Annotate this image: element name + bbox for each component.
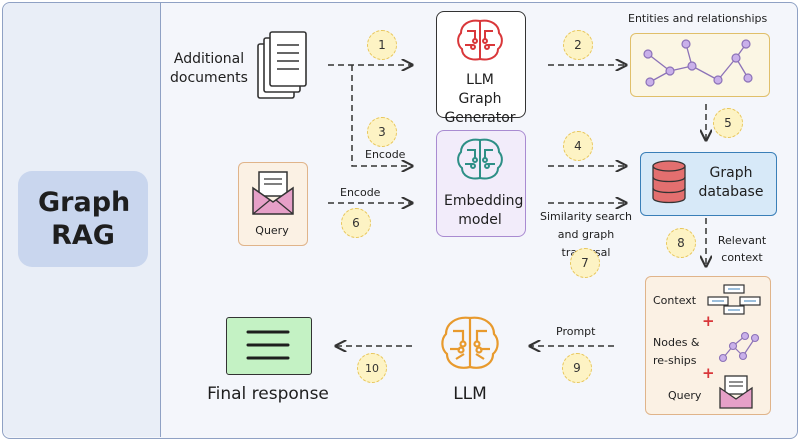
table-icon (707, 284, 761, 315)
brain-circuit-icon (441, 316, 499, 369)
step-8: 8 (666, 228, 696, 258)
plus-sign-2: + (702, 364, 715, 382)
step-2: 2 (563, 30, 593, 60)
graph-database-label: Graph database (698, 165, 764, 200)
query-label: Query (255, 224, 289, 237)
final-response-label: Final response (207, 384, 329, 404)
step-1: 1 (367, 30, 397, 60)
diagram-title: Graph RAG (38, 187, 131, 251)
envelope-icon (719, 375, 753, 409)
envelope-icon (252, 171, 294, 215)
llm-graph-generator-label: LLM Graph Generator (444, 72, 516, 126)
encode-label-6: Encode (340, 186, 381, 199)
plus-sign-1: + (702, 312, 715, 330)
step-9: 9 (562, 353, 592, 383)
step-4: 4 (563, 131, 593, 161)
brain-circuit-icon (457, 138, 503, 180)
graph-icon (643, 39, 753, 87)
step-10: 10 (357, 353, 387, 383)
step-7: 7 (570, 248, 600, 278)
entities-label: Entities and relationships (628, 12, 768, 25)
step-3: 3 (367, 117, 397, 147)
additional-documents-label: Additional documents (170, 51, 248, 86)
title-box (18, 171, 148, 267)
step-5: 5 (713, 108, 743, 138)
relevant-context-label: Relevant context (717, 234, 767, 264)
database-icon (652, 160, 686, 204)
documents-icon (257, 31, 307, 99)
step-6: 6 (341, 208, 371, 238)
brain-circuit-icon (457, 19, 503, 61)
prompt-query-label: Query (668, 389, 702, 402)
llm-graph-generator-box (436, 11, 526, 118)
encode-label-3: Encode (365, 148, 406, 161)
llm-label: LLM (453, 384, 487, 404)
embedding-model-label: Embedding model (444, 193, 524, 228)
prompt-label: Prompt (556, 325, 596, 338)
graph-icon (718, 331, 760, 363)
check-lines-icon (246, 330, 290, 360)
prompt-nodes-label: Nodes & re-ships (653, 336, 700, 367)
prompt-context-label: Context (653, 294, 697, 307)
